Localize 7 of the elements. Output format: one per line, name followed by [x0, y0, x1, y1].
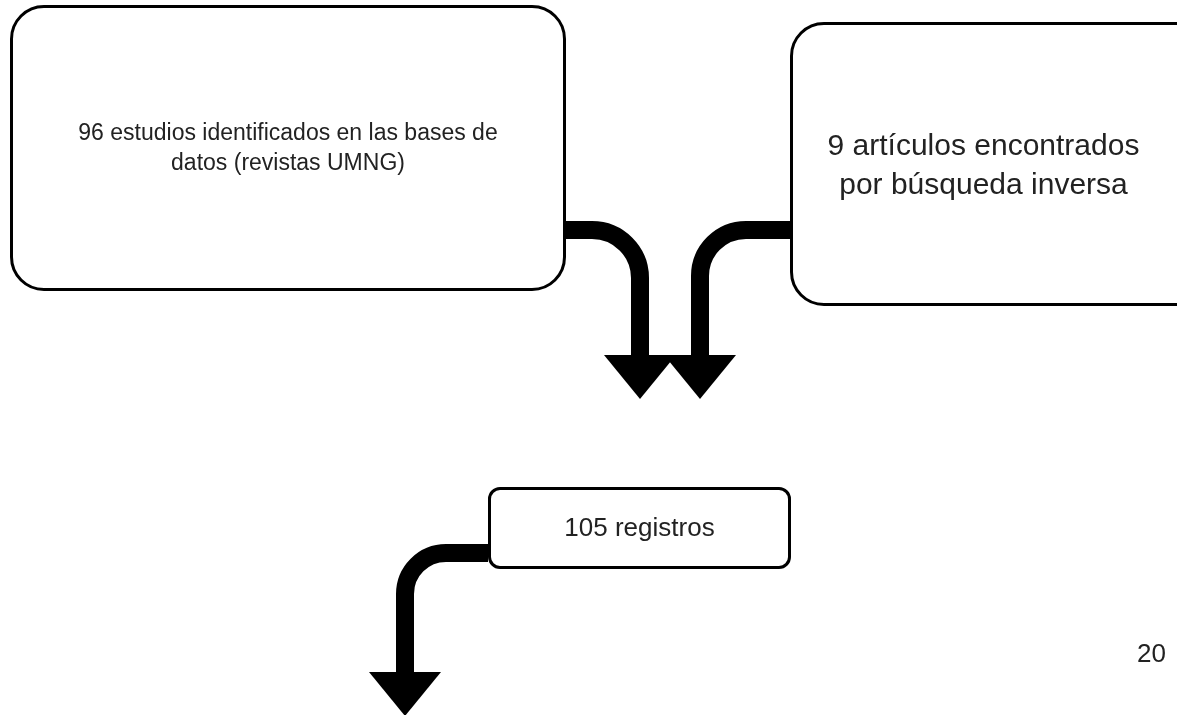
rounded-box [10, 5, 566, 291]
page-number: 20 [1137, 638, 1166, 669]
box-text: 96 estudios identificados en las bases de datos (revistas UMNG) [77, 118, 499, 177]
box-text: 9 artículos encontrados por búsqueda inversa [826, 127, 1141, 202]
box-text: 105 registros [564, 511, 715, 545]
rounded-box [488, 487, 791, 569]
rounded-box [790, 22, 1177, 306]
